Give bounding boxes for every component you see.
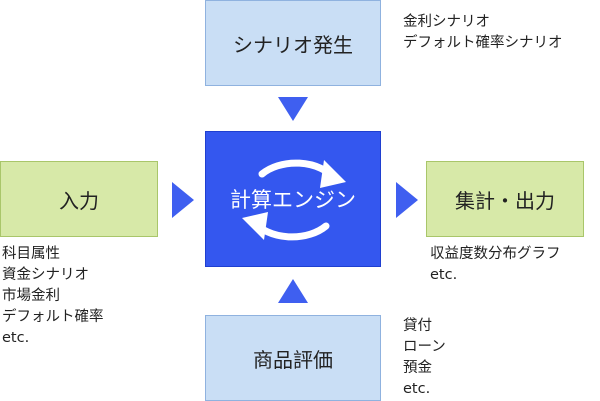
input-notes: 科目属性 資金シナリオ 市場金利 デフォルト確率 etc. <box>2 244 104 349</box>
input-note: etc. <box>2 330 30 346</box>
product-valuation-label: 商品評価 <box>253 347 333 372</box>
product-notes: 貸付 ローン 預金 etc. <box>403 316 446 400</box>
input-note: デフォルト確率 <box>2 309 104 325</box>
product-valuation-box: 商品評価 <box>205 315 381 401</box>
scenario-note: 金利シナリオ <box>403 14 490 30</box>
calculation-engine-label: 計算エンジン <box>230 188 356 212</box>
scenario-notes: 金利シナリオ デフォルト確率シナリオ <box>403 12 563 54</box>
output-note: etc. <box>430 267 458 283</box>
calculation-engine-box: 計算エンジン <box>205 131 381 267</box>
arrow-up-icon <box>278 279 308 303</box>
product-note: ローン <box>403 339 446 355</box>
arrow-down-icon <box>278 97 308 121</box>
scenario-generation-label: シナリオ発生 <box>233 32 353 57</box>
output-note: 収益度数分布グラフ <box>430 246 561 262</box>
arrow-right-icon <box>396 182 418 218</box>
aggregation-output-box: 集計・出力 <box>426 161 584 237</box>
scenario-note: デフォルト確率シナリオ <box>403 35 563 51</box>
arrow-right-icon <box>172 182 194 218</box>
product-note: 預金 <box>403 360 432 376</box>
aggregation-output-label: 集計・出力 <box>455 188 555 213</box>
product-note: etc. <box>403 381 431 397</box>
output-notes: 収益度数分布グラフ etc. <box>430 244 561 286</box>
input-note: 市場金利 <box>2 288 60 304</box>
input-label: 入力 <box>59 188 99 213</box>
product-note: 貸付 <box>403 318 432 334</box>
cycle-arrows-icon <box>242 159 346 241</box>
input-box: 入力 <box>0 161 158 237</box>
input-note: 資金シナリオ <box>2 267 89 283</box>
input-note: 科目属性 <box>2 246 60 262</box>
scenario-generation-box: シナリオ発生 <box>205 0 381 86</box>
